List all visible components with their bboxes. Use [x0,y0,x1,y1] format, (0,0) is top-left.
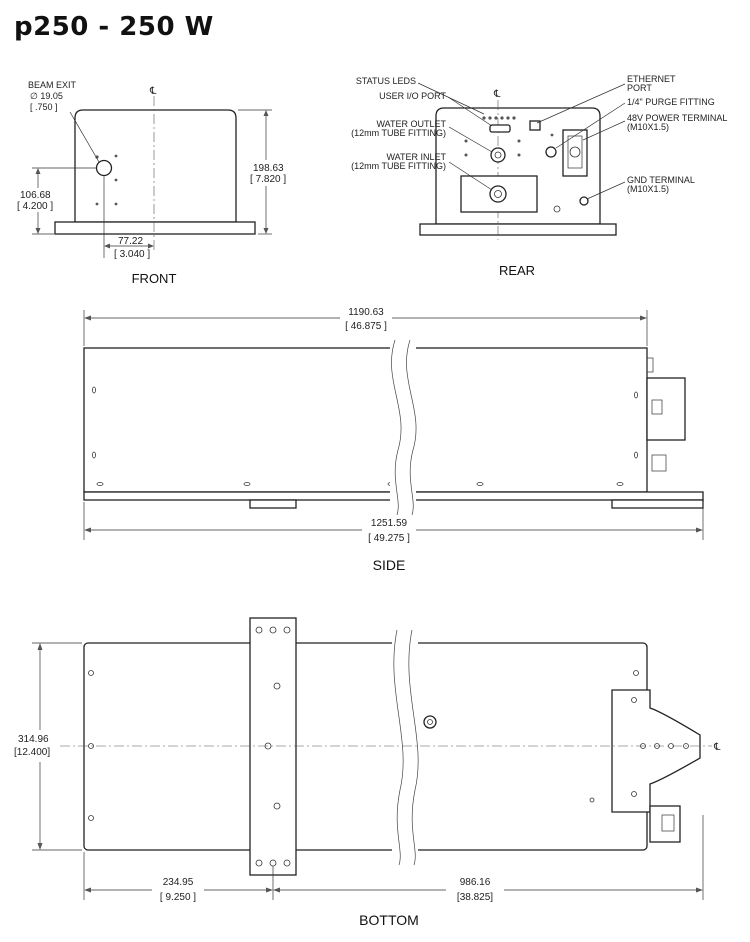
mount-span-in: [38.825] [457,892,493,903]
front-view-label: FRONT [132,271,177,286]
beam-exit-diameter-in: [ .750 ] [30,102,58,112]
bottom-break-gap [392,630,418,865]
bottom-width-mm: 314.96 [18,734,49,745]
mount-offset-mm: 234.95 [163,877,194,888]
side-bottom-dim-bg [362,515,416,545]
front-height-in: [ 7.820 ] [250,174,286,185]
bottom-break-line [408,629,419,866]
mount-span-mm: 986.16 [460,877,491,888]
water-inlet-sublabel: (12mm TUBE FITTING) [351,161,446,171]
beam-height-mm: 106.68 [20,190,51,201]
water-outlet-bore [494,151,502,159]
purge-label: 1/4" PURGE FITTING [627,97,715,107]
side-view-label: SIDE [373,557,406,573]
status-leds-leader [417,82,485,115]
side-break-gap [390,340,416,515]
side-top-dim-bg [340,304,392,334]
mounting-bar-holes [255,626,291,867]
ethernet-sublabel: PORT [627,83,652,93]
bottom-housing [83,642,648,851]
ethernet-leader [536,83,626,124]
gnd-leader [586,181,626,200]
page-title: p250 - 250 W [14,12,214,42]
side-rear-fitting [651,399,663,415]
power-terminal-label: 48V POWER TERMINAL [627,113,727,123]
bottom-mounting-bar [249,617,297,876]
power-terminal-sublabel: (M10X1.5) [627,122,669,132]
gnd-terminal [579,196,589,206]
side-rear-connector-block [646,377,686,441]
mount-offset-in: [ 9.250 ] [160,892,196,903]
water-inlet-leader [448,161,493,191]
beam-offset-in: [ 3.040 ] [114,249,150,260]
mount-offset-dim-bg [152,874,204,904]
offset-arrowheads [104,243,154,249]
front-base-plate [54,221,256,235]
status-leds [482,116,516,120]
rear-base-plate [419,223,617,236]
beam-exit-diameter: ∅ 19.05 [30,91,63,101]
water-outlet-leader [448,126,493,153]
side-housing [83,347,648,493]
side-break-line [406,339,417,516]
front-screw-hole [95,202,99,206]
side-foot [611,499,704,509]
beam-offset-mm: 77.22 [118,236,143,247]
water-inlet-label: WATER INLET [386,152,446,162]
bottom-view: ℄ 314.96 [12.400] 234.95 [ 9.250 ] 986.1… [14,617,721,928]
bottom-width-in: [12.400] [14,747,50,758]
side-length-bottom-mm: 1251.59 [371,518,408,529]
bottom-break-line [393,629,404,866]
rear-screw-hole [550,133,554,137]
rear-view-label: REAR [499,263,535,278]
side-rear-fitting [651,454,667,472]
power-leader [582,120,626,141]
power-terminal-stud [569,146,581,158]
bottom-centerline-symbol: ℄ [713,742,721,753]
front-height-mm: 198.63 [253,163,284,174]
rear-bracket [611,689,701,813]
beam-height-in: [ 4.200 ] [17,201,53,212]
mount-span-dim-bg [446,874,504,904]
side-length-top-in: [ 46.875 ] [345,321,387,332]
beam-exit-aperture [95,159,113,177]
user-io-label: USER I/O PORT [379,91,446,101]
front-view: ℄ BEAM EXIT ∅ 19.05 [ .750 ] 198.63 [ 7.… [17,80,286,286]
front-screw-hole [114,202,118,206]
user-io-leader [447,96,493,127]
user-io-port [489,124,511,133]
water-outlet-label: WATER OUTLET [377,119,447,129]
front-housing [74,109,237,223]
side-length-top-mm: 1190.63 [348,307,384,318]
water-inlet-bore [494,190,502,198]
side-foot [249,499,297,509]
bottom-view-label: BOTTOM [359,912,419,928]
side-break-line [391,339,402,516]
front-centerline-symbol: ℄ [149,86,157,97]
purge-fitting [545,146,557,158]
purge-leader [555,102,626,149]
rear-view: ℄ STATUS LEDS USER I/O PORT WATER OUTLET… [351,74,727,278]
bottom-connector-detail [661,814,675,832]
bottom-port-bore [427,719,433,725]
beam-exit-label: BEAM EXIT [28,80,77,90]
side-screw-holes [92,386,638,486]
rear-fastener [553,205,561,213]
bottom-connector-block [649,805,681,843]
status-leds-label: STATUS LEDS [356,76,416,86]
front-screw-hole [114,154,118,158]
gnd-terminal-sublabel: (M10X1.5) [627,184,669,194]
rear-centerline-symbol: ℄ [493,89,501,100]
front-screw-hole [114,178,118,182]
side-view: 1190.63 [ 46.875 ] 1251.59 [ 49.275 ] SI… [83,304,704,573]
beam-exit-leader [69,111,100,163]
ethernet-port [529,120,541,131]
ethernet-label: ETHERNET [627,74,676,84]
side-length-bottom-in: [ 49.275 ] [368,533,410,544]
water-outlet-sublabel: (12mm TUBE FITTING) [351,128,446,138]
gnd-terminal-label: GND TERMINAL [627,175,695,185]
side-rear-fitting [646,357,654,373]
